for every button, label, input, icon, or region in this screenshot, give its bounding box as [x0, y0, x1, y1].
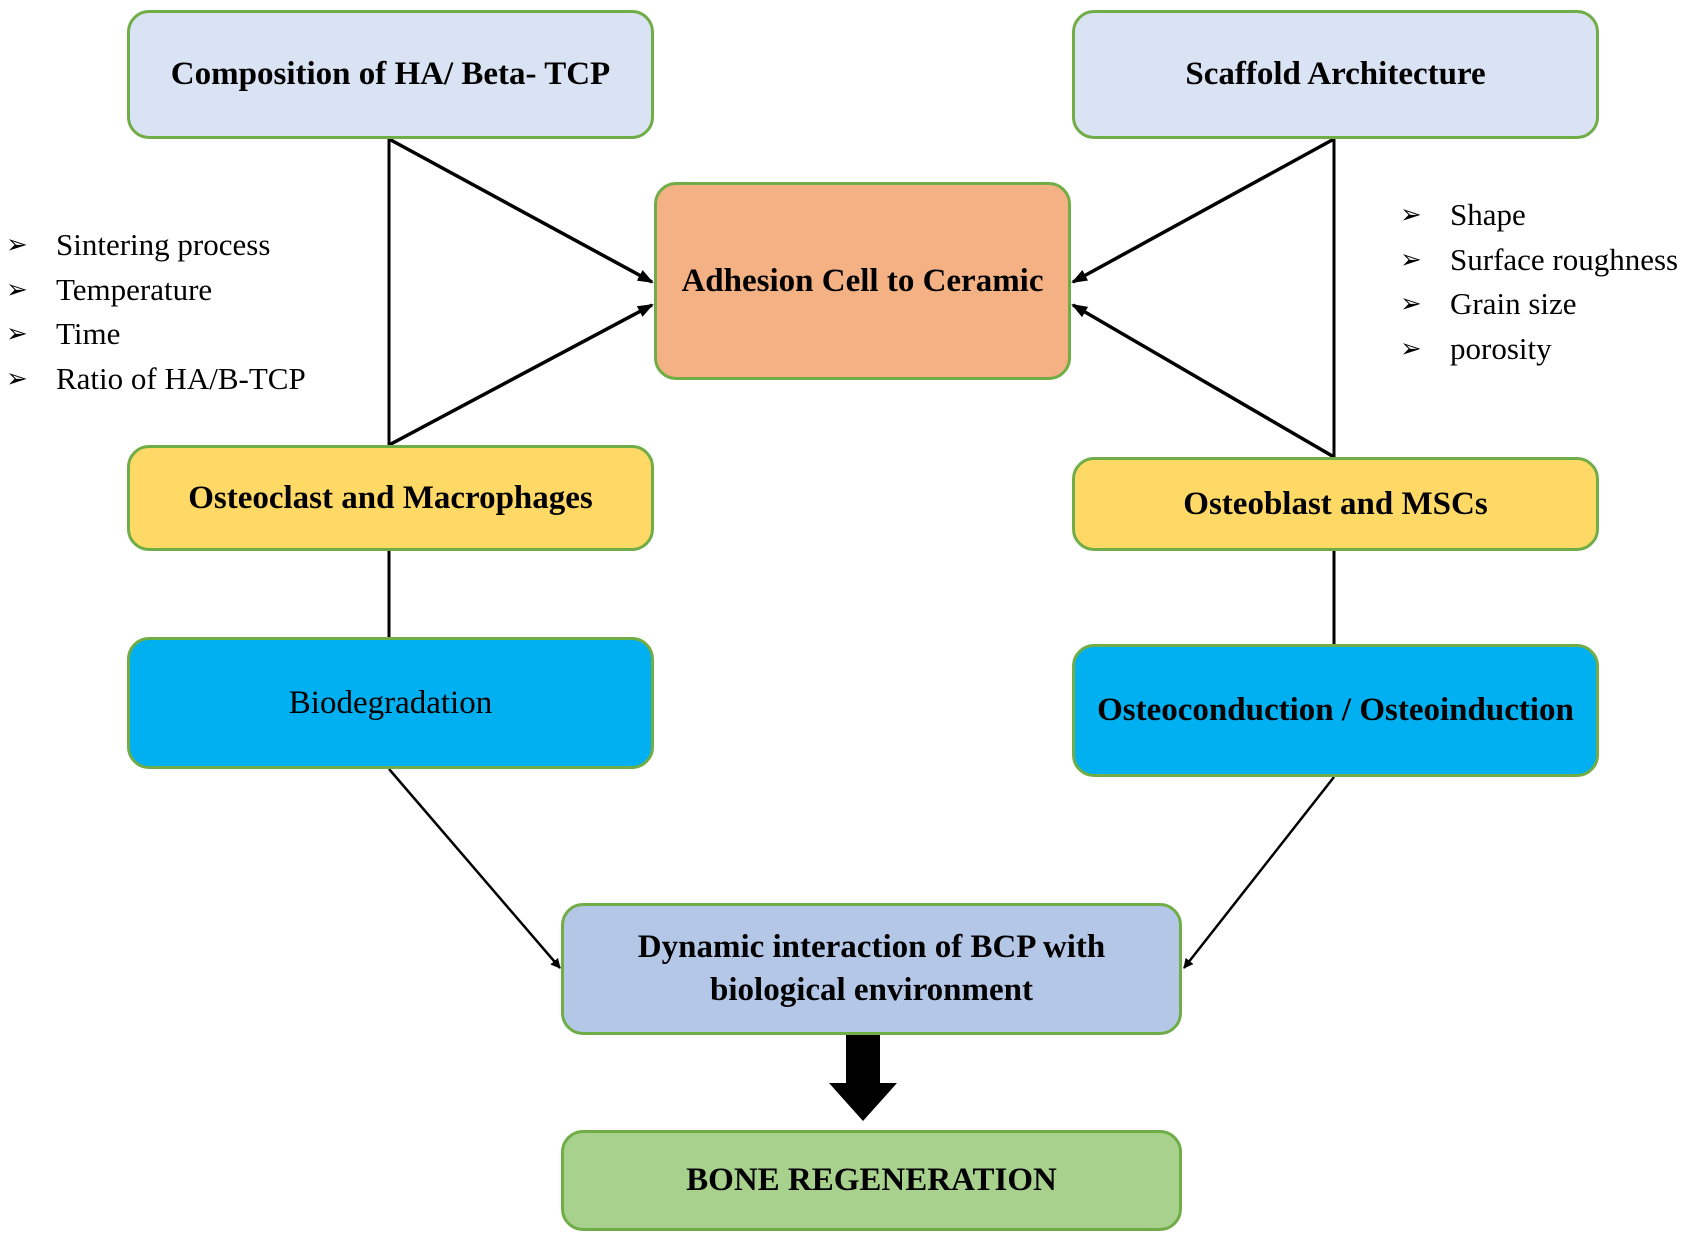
- block-down-arrow-icon: [829, 1034, 897, 1121]
- scaffold-label: Scaffold Architecture: [1185, 56, 1486, 93]
- biodegradation-box: Biodegradation: [127, 637, 654, 769]
- bone-label: BONE REGENERATION: [686, 1162, 1057, 1199]
- osteoconduction-box: Osteoconduction / Osteoinduction: [1072, 644, 1599, 777]
- scaffold-architecture-box: Scaffold Architecture: [1072, 10, 1599, 139]
- list-item: ➢porosity: [1400, 330, 1552, 366]
- list-item: ➢Ratio of HA/B-TCP: [6, 360, 306, 396]
- osteoblast-to-adhesion-arrow: [1071, 303, 1335, 459]
- scaffold-to-adhesion-arrow: [1071, 137, 1335, 284]
- arrowhead-bullet-icon: ➢: [1400, 200, 1422, 230]
- list-item: ➢Shape: [1400, 197, 1526, 233]
- osteoblast-box: Osteoblast and MSCs: [1072, 457, 1599, 551]
- dynamic-label: Dynamic interaction of BCP with biologic…: [637, 929, 1106, 1008]
- composition-to-adhesion-arrow: [388, 137, 654, 284]
- list-item: ➢Surface roughness: [1400, 241, 1679, 277]
- arrowhead-bullet-icon: ➢: [1400, 289, 1422, 319]
- arrowhead-bullet-icon: ➢: [6, 230, 28, 260]
- osteoconduction-to-dynamic-arrow: [1183, 776, 1335, 969]
- composition-label: Composition of HA/ Beta- TCP: [170, 56, 611, 93]
- biodegradation-label: Biodegradation: [288, 684, 493, 721]
- list-item: ➢Grain size: [1400, 286, 1577, 322]
- osteoclast-to-adhesion-arrow: [388, 303, 654, 447]
- bone-regeneration-box: BONE REGENERATION: [561, 1130, 1182, 1231]
- osteoblast-label: Osteoblast and MSCs: [1183, 485, 1488, 522]
- arrowhead-bullet-icon: ➢: [6, 363, 28, 393]
- dynamic-interaction-box: Dynamic interaction of BCP with biologic…: [561, 903, 1182, 1035]
- arrowhead-bullet-icon: ➢: [1400, 244, 1422, 274]
- osteoconduction-label: Osteoconduction / Osteoinduction: [1097, 692, 1574, 729]
- arrowhead-bullet-icon: ➢: [6, 319, 28, 349]
- right-factor-list: ➢Shape ➢Surface roughness ➢Grain size ➢p…: [1400, 193, 1678, 371]
- adhesion-label: Adhesion Cell to Ceramic: [681, 262, 1044, 299]
- osteoclast-box: Osteoclast and Macrophages: [127, 445, 654, 551]
- arrowhead-bullet-icon: ➢: [6, 274, 28, 304]
- adhesion-box: Adhesion Cell to Ceramic: [654, 182, 1071, 380]
- biodegradation-to-dynamic-arrow: [388, 768, 561, 969]
- composition-box: Composition of HA/ Beta- TCP: [127, 10, 654, 139]
- list-item: ➢Sintering process: [6, 227, 271, 263]
- left-factor-list: ➢Sintering process ➢Temperature ➢Time ➢R…: [6, 223, 306, 401]
- list-item: ➢Time: [6, 316, 121, 352]
- list-item: ➢Temperature: [6, 271, 213, 307]
- arrowhead-bullet-icon: ➢: [1400, 333, 1422, 363]
- osteoclast-label: Osteoclast and Macrophages: [188, 479, 593, 516]
